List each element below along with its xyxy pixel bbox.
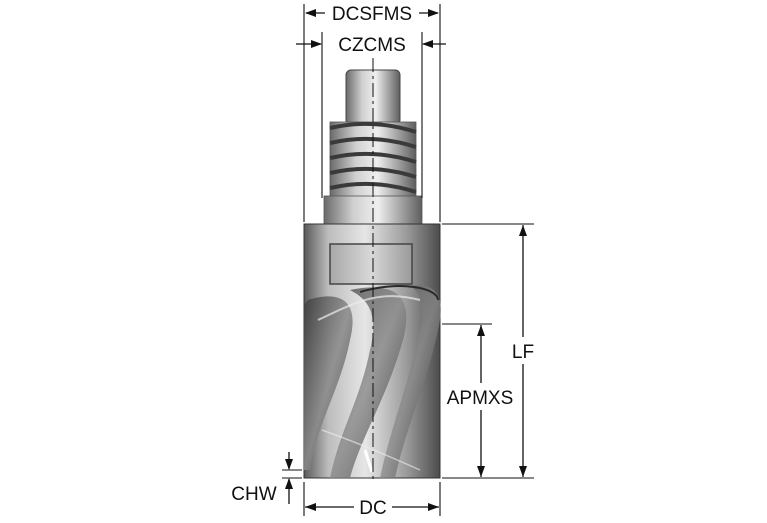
- wrench-flat: [329, 243, 413, 285]
- helical-flutes: [304, 285, 441, 478]
- dc-label: DC: [359, 498, 386, 519]
- lf-label: LF: [512, 342, 534, 363]
- czcms-label: CZCMS: [338, 35, 406, 56]
- milling-tool: [303, 69, 441, 479]
- dc-dimension: DC: [305, 498, 439, 519]
- dcsfms-label: DCSFMS: [332, 4, 412, 25]
- apmxs-label: APMXS: [447, 388, 514, 409]
- extension-lines: [282, 4, 534, 516]
- czcms-dimension: CZCMS: [296, 35, 446, 56]
- chw-label: CHW: [231, 484, 276, 505]
- apmxs-dimension: APMXS: [447, 325, 514, 477]
- chw-dimension: CHW: [231, 452, 302, 505]
- dcsfms-dimension: DCSFMS: [305, 4, 439, 25]
- lf-dimension: LF: [512, 225, 534, 477]
